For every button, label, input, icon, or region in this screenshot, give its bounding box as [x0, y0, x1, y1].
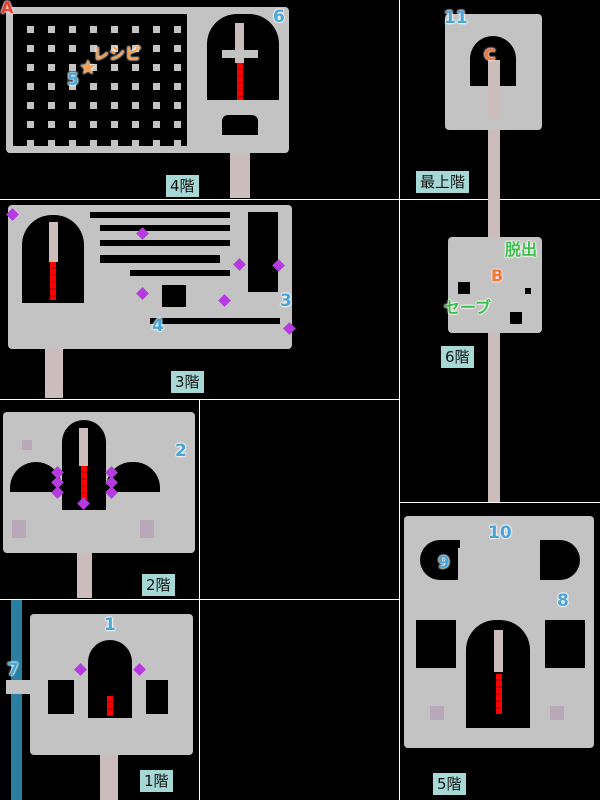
divider	[399, 0, 400, 800]
floor-label: 1階	[140, 770, 173, 792]
floor-label: 3階	[171, 371, 204, 393]
marker-A: A	[1, 0, 14, 17]
map-tile	[510, 312, 522, 324]
chain-barrier	[496, 674, 502, 714]
corridor	[488, 60, 500, 120]
map-tile	[420, 540, 460, 580]
map-tile	[48, 680, 74, 714]
map-tile	[100, 225, 230, 231]
map-tile	[540, 540, 580, 580]
map-tile	[150, 318, 280, 324]
marker-C: C	[484, 45, 496, 64]
map-tile	[162, 285, 186, 307]
map-tile	[140, 520, 154, 538]
map-tile	[100, 240, 230, 246]
corridor	[488, 120, 500, 240]
map-tile	[416, 620, 456, 668]
marker-6: 6	[273, 7, 285, 27]
marker-5: 5	[67, 70, 79, 90]
divider	[0, 199, 400, 200]
escape-point: 脱出	[505, 240, 538, 259]
chain-barrier	[50, 262, 56, 300]
map-tile	[146, 680, 168, 714]
map-tile	[90, 212, 230, 218]
map-tile	[248, 212, 278, 292]
divider	[400, 199, 600, 200]
map-tile	[458, 282, 470, 294]
divider	[0, 599, 400, 600]
marker-3: 3	[280, 291, 292, 311]
star-icon: ★	[79, 55, 97, 79]
marker-11: 11	[444, 8, 468, 28]
marker-9: 9	[438, 553, 450, 573]
recipe-note: レシピ	[93, 44, 142, 63]
divider	[0, 399, 400, 400]
divider	[199, 400, 200, 800]
corridor	[45, 340, 63, 398]
map-tile	[12, 520, 26, 538]
marker-1: 1	[104, 615, 116, 635]
corridor	[77, 545, 92, 598]
map-tile	[222, 50, 258, 58]
save-point: セーブ	[444, 298, 492, 317]
corridor	[49, 222, 58, 262]
floor-label: 6階	[441, 346, 474, 368]
floor-label: 2階	[142, 574, 175, 596]
map-tile	[430, 706, 444, 720]
floor-label: 5階	[433, 773, 466, 795]
corridor	[488, 325, 500, 502]
map-tile	[100, 255, 220, 263]
map-tile	[550, 706, 564, 720]
map-tile	[13, 14, 187, 146]
floor-label: 最上階	[416, 171, 470, 193]
floor-label: 4階	[166, 175, 199, 197]
map-tile	[458, 548, 540, 584]
map-tile	[222, 115, 258, 135]
chain-barrier	[237, 63, 243, 100]
map-tile	[22, 440, 32, 450]
chain-barrier	[81, 466, 87, 500]
map-tile	[130, 270, 230, 276]
chain-barrier	[107, 696, 113, 716]
marker-10: 10	[488, 523, 512, 543]
corridor	[494, 630, 503, 672]
map-tile	[525, 288, 531, 294]
marker-7: 7	[7, 660, 19, 680]
marker-8: 8	[557, 591, 569, 611]
marker-4: 4	[152, 316, 164, 336]
marker-2: 2	[175, 441, 187, 461]
water-channel	[11, 600, 22, 800]
divider	[400, 502, 600, 503]
corridor	[235, 23, 244, 63]
corridor	[79, 428, 88, 466]
map-tile	[545, 620, 585, 668]
marker-B: B	[491, 266, 504, 285]
corridor	[230, 140, 250, 198]
map-tile	[6, 680, 32, 694]
